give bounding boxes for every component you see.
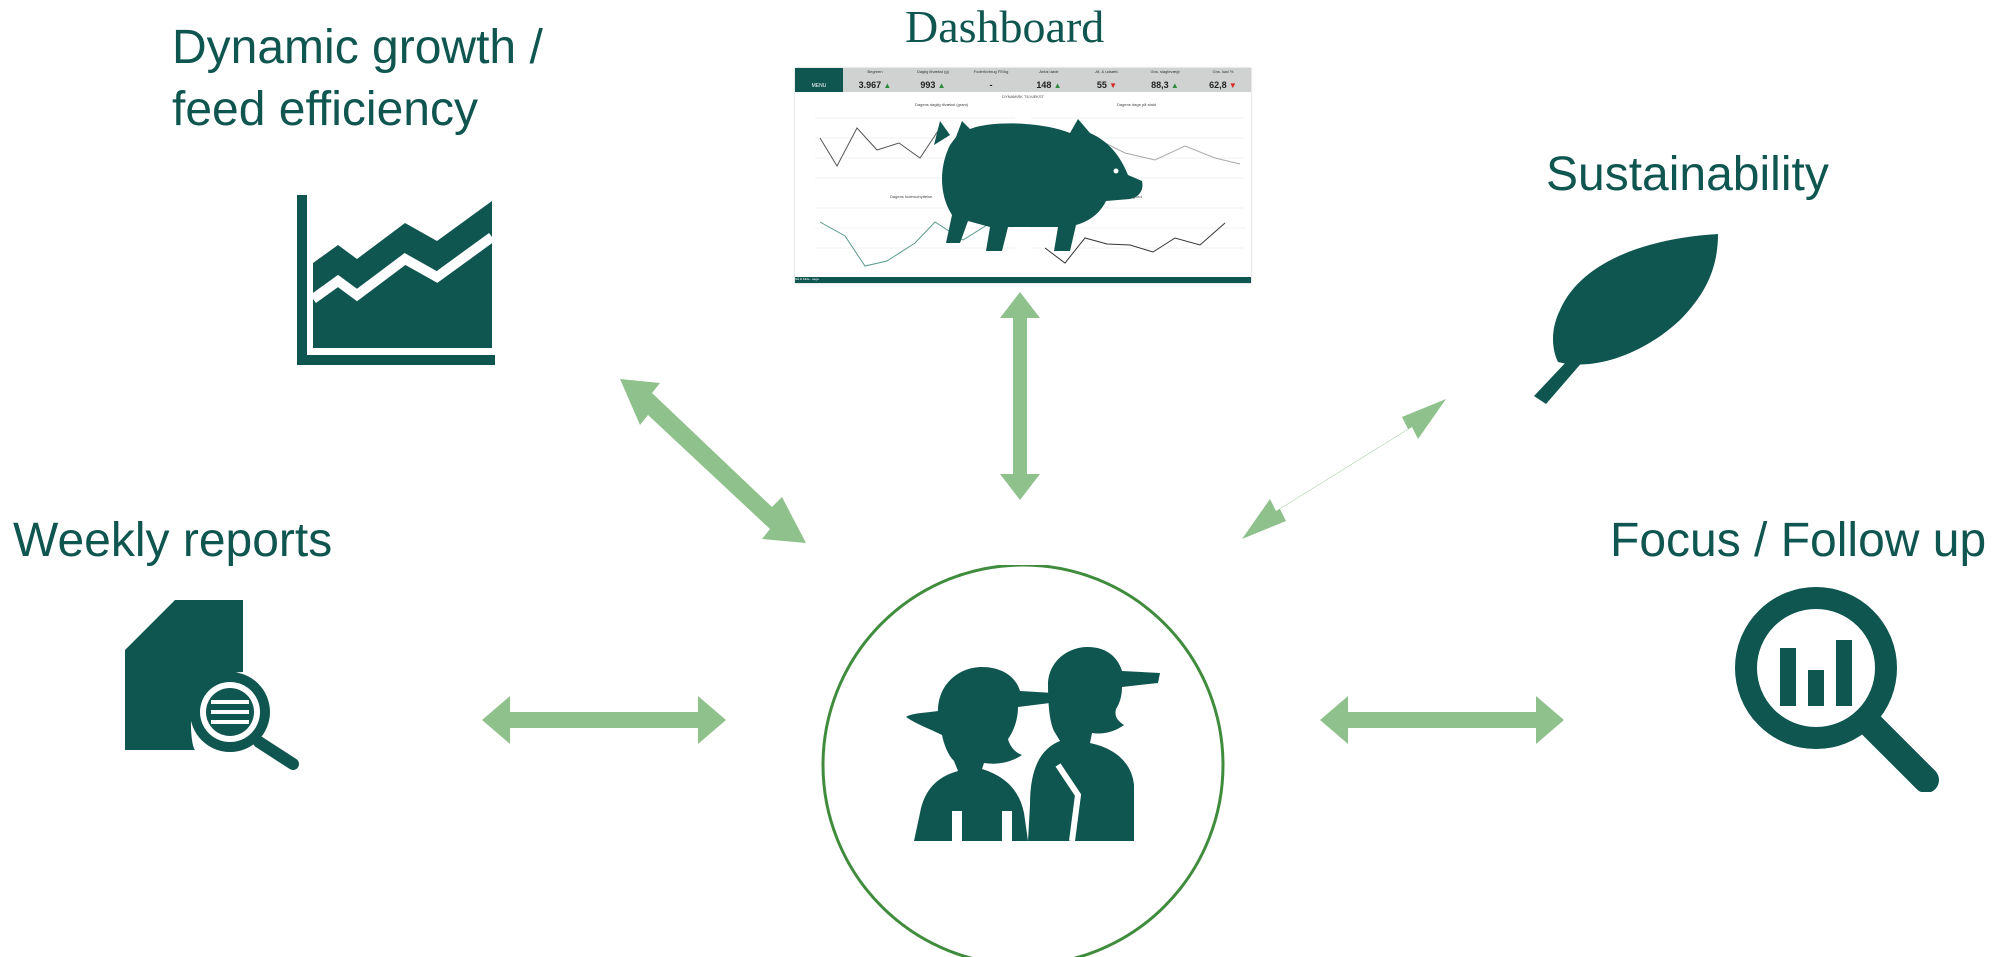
dashboard-footer-text: Gå til Kilde - saga bbox=[795, 277, 819, 281]
arrow-dashboard[interactable] bbox=[995, 290, 1045, 502]
dashboard-kpi-value: 3.967 bbox=[858, 80, 882, 90]
trend-up-icon: ▲ bbox=[1051, 81, 1062, 90]
dashboard-kpi-label: Gns. kød % bbox=[1212, 69, 1234, 74]
dashboard-kpi: Foderforbrug FE/kg - bbox=[963, 69, 1019, 91]
focus-follow-up-label: Focus / Follow up bbox=[1610, 514, 1987, 567]
analytics-search-icon bbox=[1735, 587, 1939, 792]
dashboard-chart-title: Dagens dage på stald bbox=[1117, 102, 1156, 107]
dashboard-kpi: Gns. kød % 62,8 ▼ bbox=[1195, 69, 1251, 91]
dashboard-kpi: Begreen 3.967 ▲ bbox=[847, 69, 903, 91]
dashboard-chart-title: Dagens foderudnyttelse bbox=[890, 194, 933, 199]
trend-down-icon: ▼ bbox=[1106, 81, 1118, 90]
arrow-sustainability[interactable] bbox=[1240, 395, 1450, 545]
pig-icon bbox=[934, 119, 1143, 251]
dashboard-kpi: Af- & udsætt. 55 ▼ bbox=[1079, 69, 1135, 91]
growth-label-line1: Dynamic growth / bbox=[172, 21, 543, 74]
dashboard-kpi-value: 88,3 bbox=[1151, 80, 1169, 90]
arrow-growth[interactable] bbox=[612, 375, 812, 547]
dashboard-chart-title: Dagens daglig tilvækst (gram) bbox=[915, 102, 969, 107]
sustainability-label: Sustainability bbox=[1546, 148, 1829, 201]
dashboard-kpi-value: 993 bbox=[920, 80, 936, 90]
trend-down-icon: ▼ bbox=[1226, 81, 1237, 90]
farmers-icon bbox=[906, 647, 1160, 842]
arrow-focus[interactable] bbox=[1318, 692, 1566, 748]
leaf-icon bbox=[1534, 234, 1718, 404]
central-circle bbox=[821, 565, 1225, 957]
dashboard-kpi-label: Daglig tilvækst (g) bbox=[916, 69, 949, 74]
trend-up-icon: ▲ bbox=[935, 81, 946, 90]
growth-label-line2: feed efficiency bbox=[172, 83, 478, 136]
dashboard-menu-label: MENU bbox=[811, 83, 827, 89]
dashboard-footer: Gå til Kilde - saga bbox=[795, 277, 1251, 283]
weekly-reports-label: Weekly reports bbox=[13, 514, 333, 567]
document-search-icon bbox=[125, 600, 299, 770]
dashboard-label: Dashboard bbox=[905, 1, 1105, 52]
dashboard-kpi-value: 62,8 bbox=[1209, 80, 1227, 90]
dashboard-kpi: Daglig tilvækst (g) 993 ▲ bbox=[905, 69, 961, 91]
trend-up-icon: ▲ bbox=[881, 81, 892, 90]
dashboard-kpi-label: Gns. slagtevægt bbox=[1150, 69, 1180, 74]
dashboard-menu-button[interactable]: MENU bbox=[795, 68, 843, 92]
dashboard-kpi-label: Begreen bbox=[867, 69, 883, 74]
dashboard-section-title: DYNAMISK TILVÆKST bbox=[1002, 94, 1044, 99]
area-chart-icon bbox=[297, 195, 495, 365]
dashboard-kpi: Antal døde 148 ▲ bbox=[1021, 69, 1077, 91]
dashboard-kpi-label: Foderforbrug FE/kg bbox=[973, 69, 1009, 74]
dashboard-kpi-value: - bbox=[989, 80, 993, 90]
dashboard-kpi-label: Antal døde bbox=[1039, 69, 1059, 74]
dashboard-kpi-bar bbox=[795, 68, 1251, 92]
dashboard-kpi-label: Af- & udsætt. bbox=[1095, 69, 1119, 74]
dashboard-kpi-value: 148 bbox=[1036, 80, 1052, 90]
dashboard-kpi-value: 55 bbox=[1096, 80, 1107, 90]
trend-up-icon: ▲ bbox=[1168, 81, 1179, 90]
dashboard-kpi: Gns. slagtevægt 88,3 ▲ bbox=[1137, 69, 1193, 91]
arrow-weekly[interactable] bbox=[480, 692, 728, 748]
